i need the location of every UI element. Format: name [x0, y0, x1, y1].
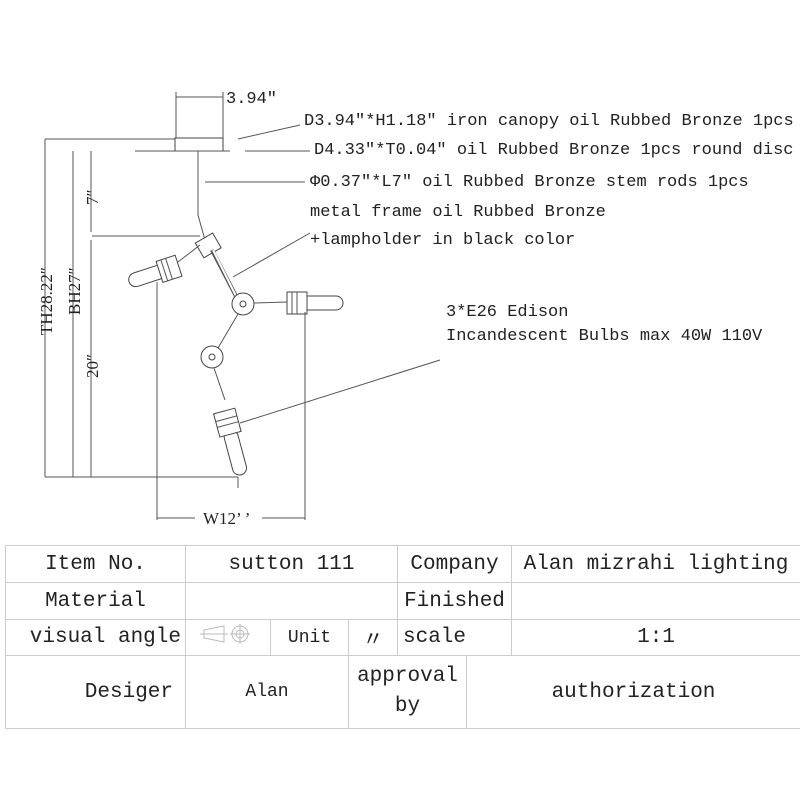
row-material: Material Finished — [5, 582, 800, 620]
unit-value: 〃 — [348, 619, 398, 656]
frame — [177, 232, 289, 401]
company-value: Alan mizrahi lighting — [511, 545, 800, 583]
finished-value — [511, 582, 800, 620]
canopy-dimension: 3.94″ — [175, 90, 277, 140]
callout-lampholder: +lampholder in black color — [310, 231, 575, 250]
callout-bulbs: 3*E26 Edison — [446, 303, 568, 322]
callout-disc: D4.33″*T0.04″ oil Rubbed Bronze 1pcs rou… — [314, 141, 793, 160]
bulb-right — [286, 291, 344, 315]
canopy — [174, 137, 224, 152]
visual-angle-label: visual angle — [5, 619, 186, 656]
width-label: W12’ ’ — [203, 509, 250, 528]
height-dimensions: TH28.22″ BH27″ 7″ 20″ — [37, 138, 239, 488]
title-block: Item No. sutton 111 Company Alan mizrahi… — [5, 545, 800, 729]
approval-label-line2: by — [394, 695, 421, 718]
stem-length-label: 7″ — [83, 189, 102, 205]
item-no-value: sutton 111 — [185, 545, 398, 583]
designer-label: Desiger — [5, 655, 186, 729]
width-dimension: W12’ ’ — [156, 282, 306, 528]
scale-value: 1:1 — [511, 619, 800, 656]
authorization-label: authorization — [466, 655, 800, 729]
unit-label: Unit — [270, 619, 349, 656]
body-height-label: BH27″ — [65, 267, 84, 315]
material-value — [185, 582, 398, 620]
callout-bulbs-spec: Incandescent Bulbs max 40W 110V — [446, 327, 763, 346]
company-label: Company — [397, 545, 512, 583]
row-visual-angle: visual angle Unit 〃 scale 1:1 — [5, 619, 800, 656]
bulb-left — [128, 254, 183, 288]
item-no-label: Item No. — [5, 545, 186, 583]
total-height-label: TH28.22″ — [37, 267, 56, 335]
projection-symbol — [185, 619, 271, 656]
approval-label: approval by — [348, 655, 467, 729]
material-label: Material — [5, 582, 186, 620]
row-designer: Desiger Alan approval by authorization — [5, 655, 800, 729]
projection-icon — [200, 624, 250, 644]
callout-canopy: D3.94″*H1.18″ iron canopy oil Rubbed Bro… — [304, 112, 794, 131]
callout-frame: metal frame oil Rubbed Bronze — [310, 203, 606, 222]
scale-label: scale — [397, 619, 512, 656]
frame-height-label: 20″ — [83, 354, 102, 378]
bulb-bottom — [212, 407, 248, 476]
approval-label-line1: approval — [357, 665, 458, 688]
callout-leaders — [205, 124, 441, 424]
finished-label: Finished — [397, 582, 512, 620]
callout-stem: Φ0.37″*L7″ oil Rubbed Bronze stem rods 1… — [310, 173, 749, 192]
row-item-no: Item No. sutton 111 Company Alan mizrahi… — [5, 545, 800, 583]
fixture-drawing: 3.94″ — [37, 90, 794, 528]
designer-value: Alan — [185, 655, 349, 729]
canopy-width-label: 3.94″ — [226, 90, 277, 109]
stem-rod — [197, 151, 206, 241]
